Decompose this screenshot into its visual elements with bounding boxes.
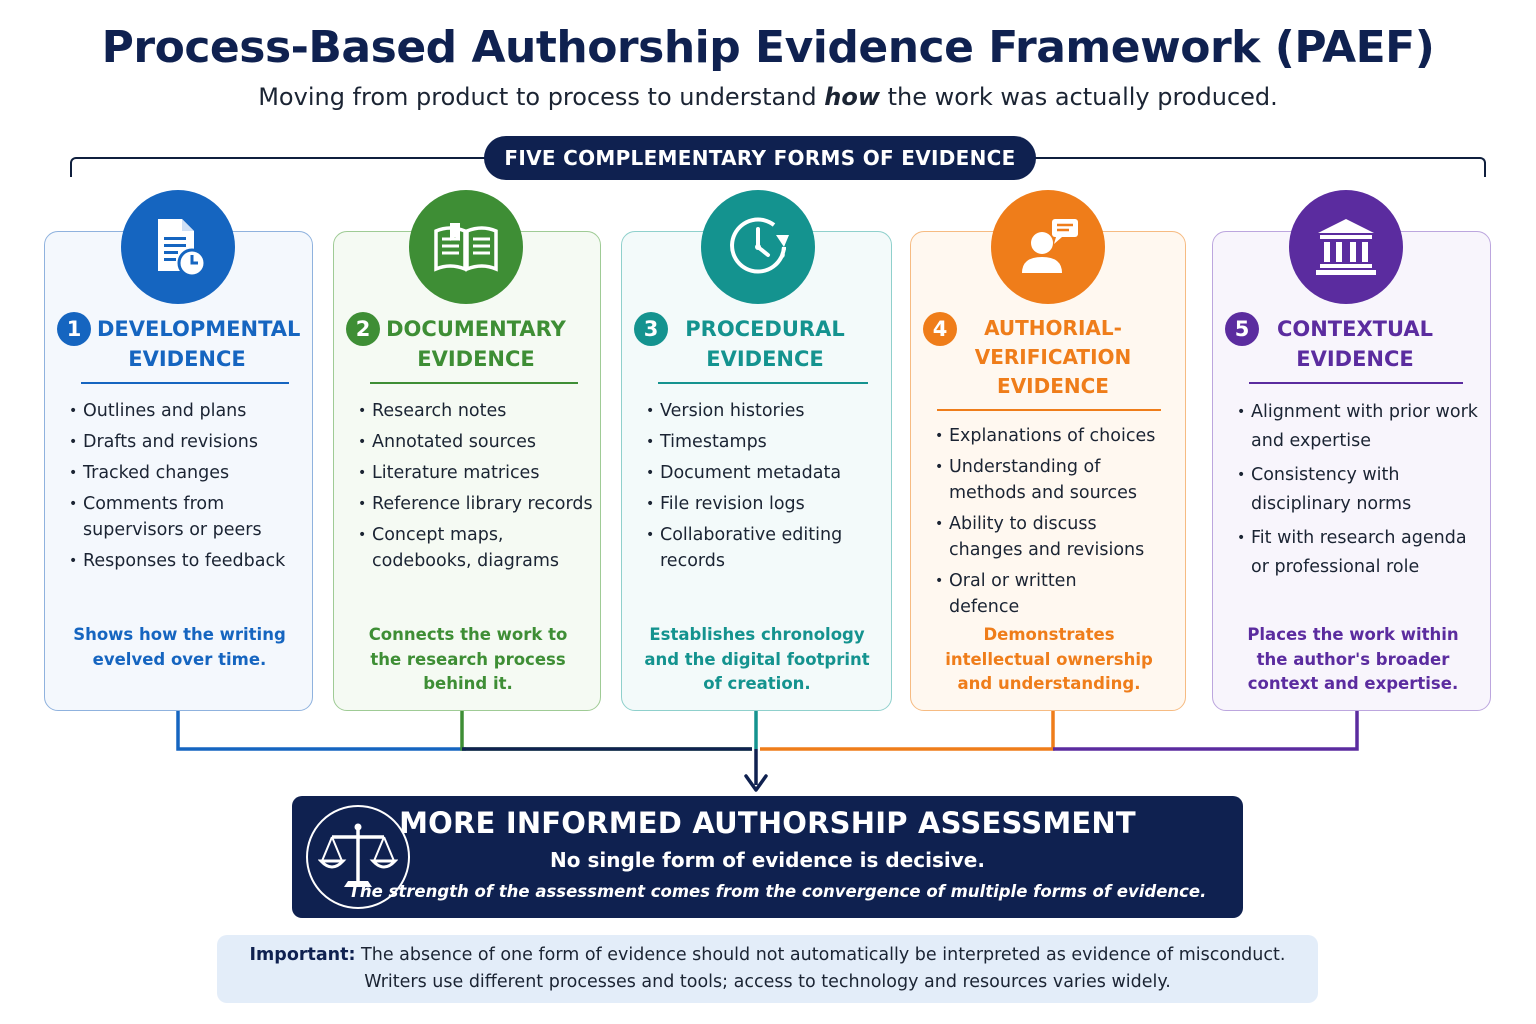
card-title: PROCEDURAL EVIDENCE [685,317,845,371]
assessment-heading: MORE INFORMED AUTHORSHIP ASSESSMENT [399,806,1136,840]
list-item: Annotated sources [358,429,594,455]
card-title: DEVELOPMENTAL EVIDENCE [97,317,301,371]
list-item: Timestamps [646,429,886,455]
card-title: DOCUMENTARY EVIDENCE [386,317,566,371]
card-contextual: 5 CONTEXTUAL EVIDENCE Alignment with pri… [1212,231,1491,711]
card-summary: Demonstrates intellectual ownership and … [945,625,1153,693]
list-item: Collaborative editing records [646,522,846,574]
institution-icon [1289,190,1403,304]
card-title: CONTEXTUAL EVIDENCE [1276,317,1434,371]
connector-lines [176,711,1359,792]
note-text1: The absence of one form of evidence shou… [355,945,1286,965]
subtitle-emphasis: how [824,83,881,111]
card-procedural: 3 PROCEDURAL EVIDENCE Version histories … [621,231,892,711]
card-developmental: 1 DEVELOPMENTAL EVIDENCE Outlines and pl… [44,231,313,711]
card-rule [1249,382,1463,384]
card-items: Research notes Annotated sources Literat… [358,398,594,579]
list-item: Version histories [646,398,886,424]
page-title: Process-Based Authorship Evidence Framew… [101,22,1435,73]
list-item: File revision logs [646,491,886,517]
list-item: Ability to discuss changes and revisions [935,511,1165,563]
subtitle-before: Moving from product to process to unders… [258,83,825,111]
list-item: Outlines and plans [69,398,305,424]
list-item: Fit with research agenda or professional… [1237,524,1483,582]
important-note: Important: The absence of one form of ev… [217,935,1318,1003]
note-label: Important: [249,945,356,965]
list-item: Responses to feedback [69,548,305,574]
list-item: Tracked changes [69,460,305,486]
card-number: 5 [1225,312,1259,346]
card-items: Version histories Timestamps Document me… [646,398,886,579]
card-number: 2 [346,312,380,346]
document-clock-icon [121,190,235,304]
subtitle-after: the work was actually produced. [880,83,1278,111]
card-summary: Places the work within the author's broa… [1247,625,1459,693]
card-items: Outlines and plans Drafts and revisions … [69,398,305,579]
page-subtitle: Moving from product to process to unders… [0,83,1536,111]
card-rule [81,382,289,384]
note-line2: Writers use different processes and tool… [364,972,1171,992]
list-item: Document metadata [646,460,886,486]
person-speech-icon [991,190,1105,304]
card-summary: Shows how the writing evelved over time. [73,625,286,669]
list-item: Consistency with disciplinary norms [1237,461,1447,519]
card-rule [370,382,578,384]
list-item: Reference library records [358,491,594,517]
list-item: Understanding of methods and sources [935,454,1165,506]
assessment-box: MORE INFORMED AUTHORSHIP ASSESSMENT No s… [292,796,1243,918]
list-item: Literature matrices [358,460,594,486]
card-summary: Establishes chronology and the digital f… [644,625,870,693]
card-items: Alignment with prior work and expertise … [1237,398,1483,587]
card-summary: Connects the work to the research proces… [368,625,568,693]
card-items: Explanations of choices Understanding of… [935,423,1165,625]
card-number: 1 [57,312,91,346]
open-book-icon [409,190,523,304]
card-number: 4 [923,312,957,346]
list-item: Comments from supervisors or peers [69,491,305,543]
list-item: Concept maps, codebooks, diagrams [358,522,594,574]
note-line1: Important: The absence of one form of ev… [217,942,1318,969]
scales-of-justice-icon [306,805,410,909]
list-item: Oral or written defence [935,568,1095,620]
clock-history-icon [701,190,815,304]
assessment-line2: The strength of the assessment comes fro… [348,882,1207,901]
list-item: Alignment with prior work and expertise [1237,398,1483,456]
list-item: Drafts and revisions [69,429,305,455]
card-rule [937,409,1161,411]
list-item: Research notes [358,398,594,424]
card-rule [658,382,868,384]
card-documentary: 2 DOCUMENTARY EVIDENCE Research notes An… [333,231,601,711]
card-number: 3 [634,312,668,346]
card-title: AUTHORIAL- VERIFICATION EVIDENCE [974,316,1132,398]
card-authorial-verification: 4 AUTHORIAL- VERIFICATION EVIDENCE Expla… [910,231,1186,711]
evidence-band: FIVE COMPLEMENTARY FORMS OF EVIDENCE [484,136,1036,180]
list-item: Explanations of choices [935,423,1165,449]
assessment-line1: No single form of evidence is decisive. [550,848,985,872]
